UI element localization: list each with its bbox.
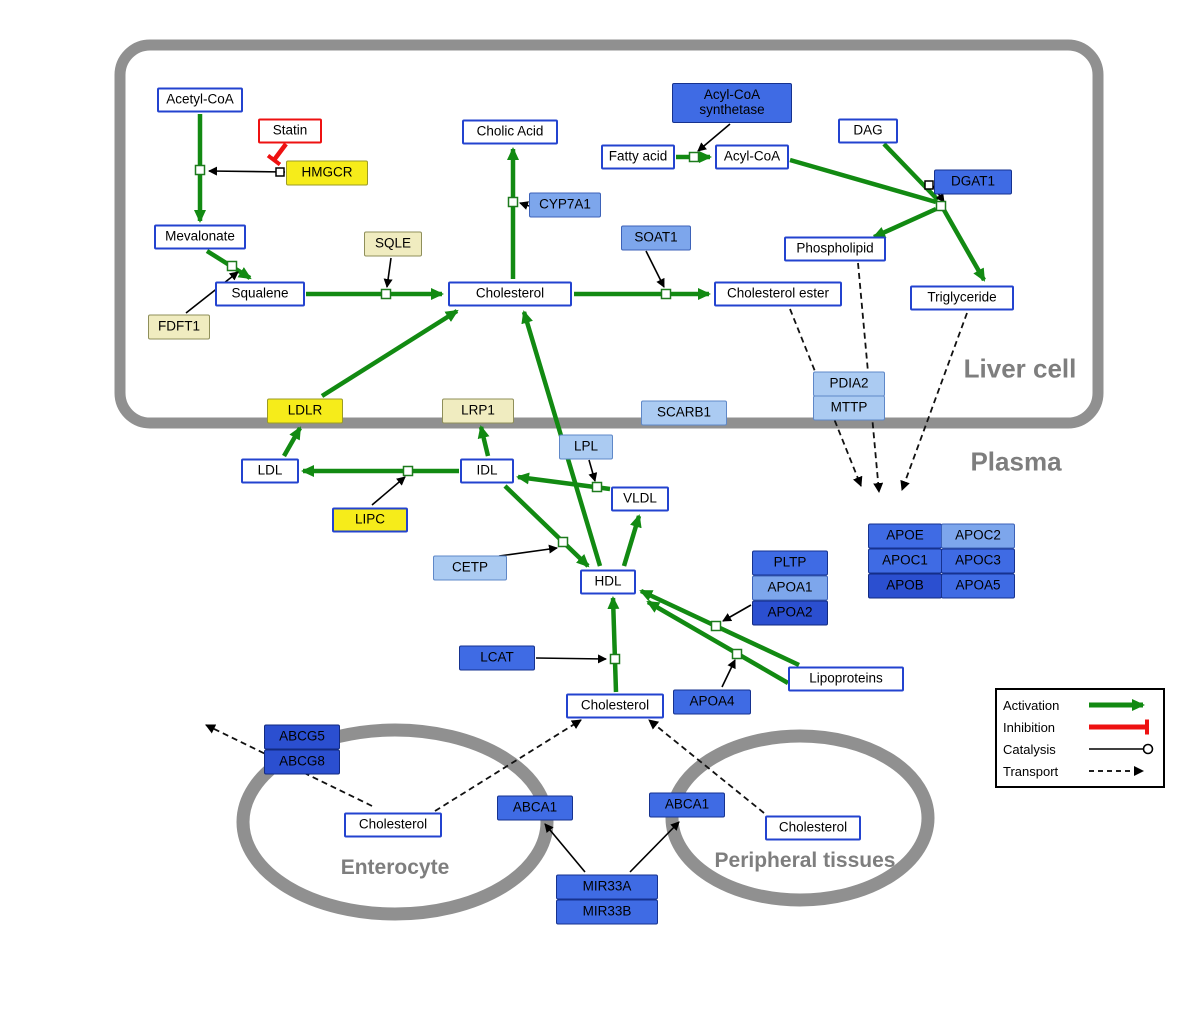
node-apoa1[interactable]: APOA1: [752, 575, 828, 601]
node-scarb1[interactable]: SCARB1: [641, 400, 727, 426]
node-cholesterol-ester[interactable]: Cholesterol ester: [714, 281, 842, 307]
plasma-label: Plasma: [970, 446, 1062, 477]
transport-dashed-arrow-icon: [1089, 766, 1144, 776]
node-soat1[interactable]: SOAT1: [621, 225, 691, 251]
legend-transport-label: Transport: [1003, 763, 1059, 779]
node-ldlr[interactable]: LDLR: [267, 398, 343, 424]
node-lipoproteins[interactable]: Lipoproteins: [788, 666, 904, 692]
node-mevalonate[interactable]: Mevalonate: [154, 224, 246, 250]
node-ldl[interactable]: LDL: [241, 458, 299, 484]
node-pdia2[interactable]: PDIA2: [813, 371, 885, 397]
node-apoa5[interactable]: APOA5: [941, 573, 1015, 599]
legend-catalysis-label: Catalysis: [1003, 741, 1056, 757]
node-pltp[interactable]: PLTP: [752, 550, 828, 576]
node-lrp1[interactable]: LRP1: [442, 398, 514, 424]
node-sqle[interactable]: SQLE: [364, 231, 422, 257]
node-abca1-right[interactable]: ABCA1: [649, 792, 725, 818]
node-triglyceride[interactable]: Triglyceride: [910, 285, 1014, 311]
node-acyl-coa[interactable]: Acyl-CoA: [715, 144, 789, 170]
node-acetyl-coa[interactable]: Acetyl-CoA: [157, 87, 243, 113]
activation-arrow-icon: [1089, 699, 1145, 711]
catalysis-edges: [185, 123, 945, 873]
node-abcg5[interactable]: ABCG5: [264, 724, 340, 750]
node-fdft1[interactable]: FDFT1: [148, 314, 210, 340]
node-cholesterol-peripheral[interactable]: Cholesterol: [765, 815, 861, 841]
inhibition-edges: [266, 142, 288, 167]
liver-cell-membrane: [114, 39, 1104, 429]
legend-catalysis-row: Catalysis: [1003, 739, 1157, 759]
node-mttp[interactable]: MTTP: [813, 395, 885, 421]
liver-cell-label: Liver cell: [963, 353, 1077, 384]
node-apoc1[interactable]: APOC1: [868, 548, 942, 574]
node-apoc3[interactable]: APOC3: [941, 548, 1015, 574]
node-idl[interactable]: IDL: [460, 458, 514, 484]
node-apoe[interactable]: APOE: [868, 523, 942, 549]
node-hdl[interactable]: HDL: [580, 569, 636, 595]
reaction-nodes: [194, 151, 947, 665]
node-vldl[interactable]: VLDL: [611, 486, 669, 512]
node-fatty-acid[interactable]: Fatty acid: [601, 144, 675, 170]
node-cholesterol-plasma[interactable]: Cholesterol: [566, 693, 664, 719]
node-apoa2[interactable]: APOA2: [752, 600, 828, 626]
legend-transport-row: Transport: [1003, 761, 1157, 781]
node-squalene[interactable]: Squalene: [215, 281, 305, 307]
node-apoc2[interactable]: APOC2: [941, 523, 1015, 549]
node-abca1-left[interactable]: ABCA1: [497, 795, 573, 821]
enterocyte-membrane: [236, 723, 554, 921]
node-hmgcr[interactable]: HMGCR: [286, 160, 368, 186]
inhibition-tee-icon: [1089, 719, 1149, 735]
node-abcg8[interactable]: ABCG8: [264, 749, 340, 775]
membranes: [114, 39, 1104, 921]
legend-inhibition-row: Inhibition: [1003, 717, 1157, 737]
legend-activation-label: Activation: [1003, 697, 1060, 713]
node-cetp[interactable]: CETP: [433, 555, 507, 581]
legend: Activation Inhibition Catalysis Transpor…: [995, 688, 1165, 788]
legend-activation-row: Activation: [1003, 695, 1157, 715]
node-cholesterol-liver[interactable]: Cholesterol: [448, 281, 572, 307]
catalysis-circle-icon: [1089, 743, 1154, 755]
node-cyp7a1[interactable]: CYP7A1: [529, 192, 601, 218]
legend-inhibition-label: Inhibition: [1003, 719, 1056, 735]
node-phospholipid[interactable]: Phospholipid: [784, 236, 886, 262]
enterocyte-label: Enterocyte: [340, 856, 450, 879]
node-apob[interactable]: APOB: [868, 573, 942, 599]
node-apoa4[interactable]: APOA4: [673, 689, 751, 715]
node-dgat1[interactable]: DGAT1: [934, 169, 1012, 195]
peripheral-tissues-membrane: [665, 729, 935, 907]
node-lcat[interactable]: LCAT: [459, 645, 535, 671]
node-dag[interactable]: DAG: [838, 118, 898, 144]
node-acyl-coa-synthetase[interactable]: Acyl-CoA synthetase: [672, 83, 792, 123]
node-lipc[interactable]: LIPC: [332, 507, 408, 533]
node-cholesterol-enterocyte[interactable]: Cholesterol: [344, 812, 442, 838]
node-mir33b[interactable]: MIR33B: [556, 899, 658, 925]
node-lpl[interactable]: LPL: [559, 434, 613, 460]
node-mir33a[interactable]: MIR33A: [556, 874, 658, 900]
node-cholic-acid[interactable]: Cholic Acid: [462, 119, 558, 145]
peripheral-tissues-label: Peripheral tissues: [714, 849, 896, 872]
node-statin[interactable]: Statin: [258, 118, 322, 144]
